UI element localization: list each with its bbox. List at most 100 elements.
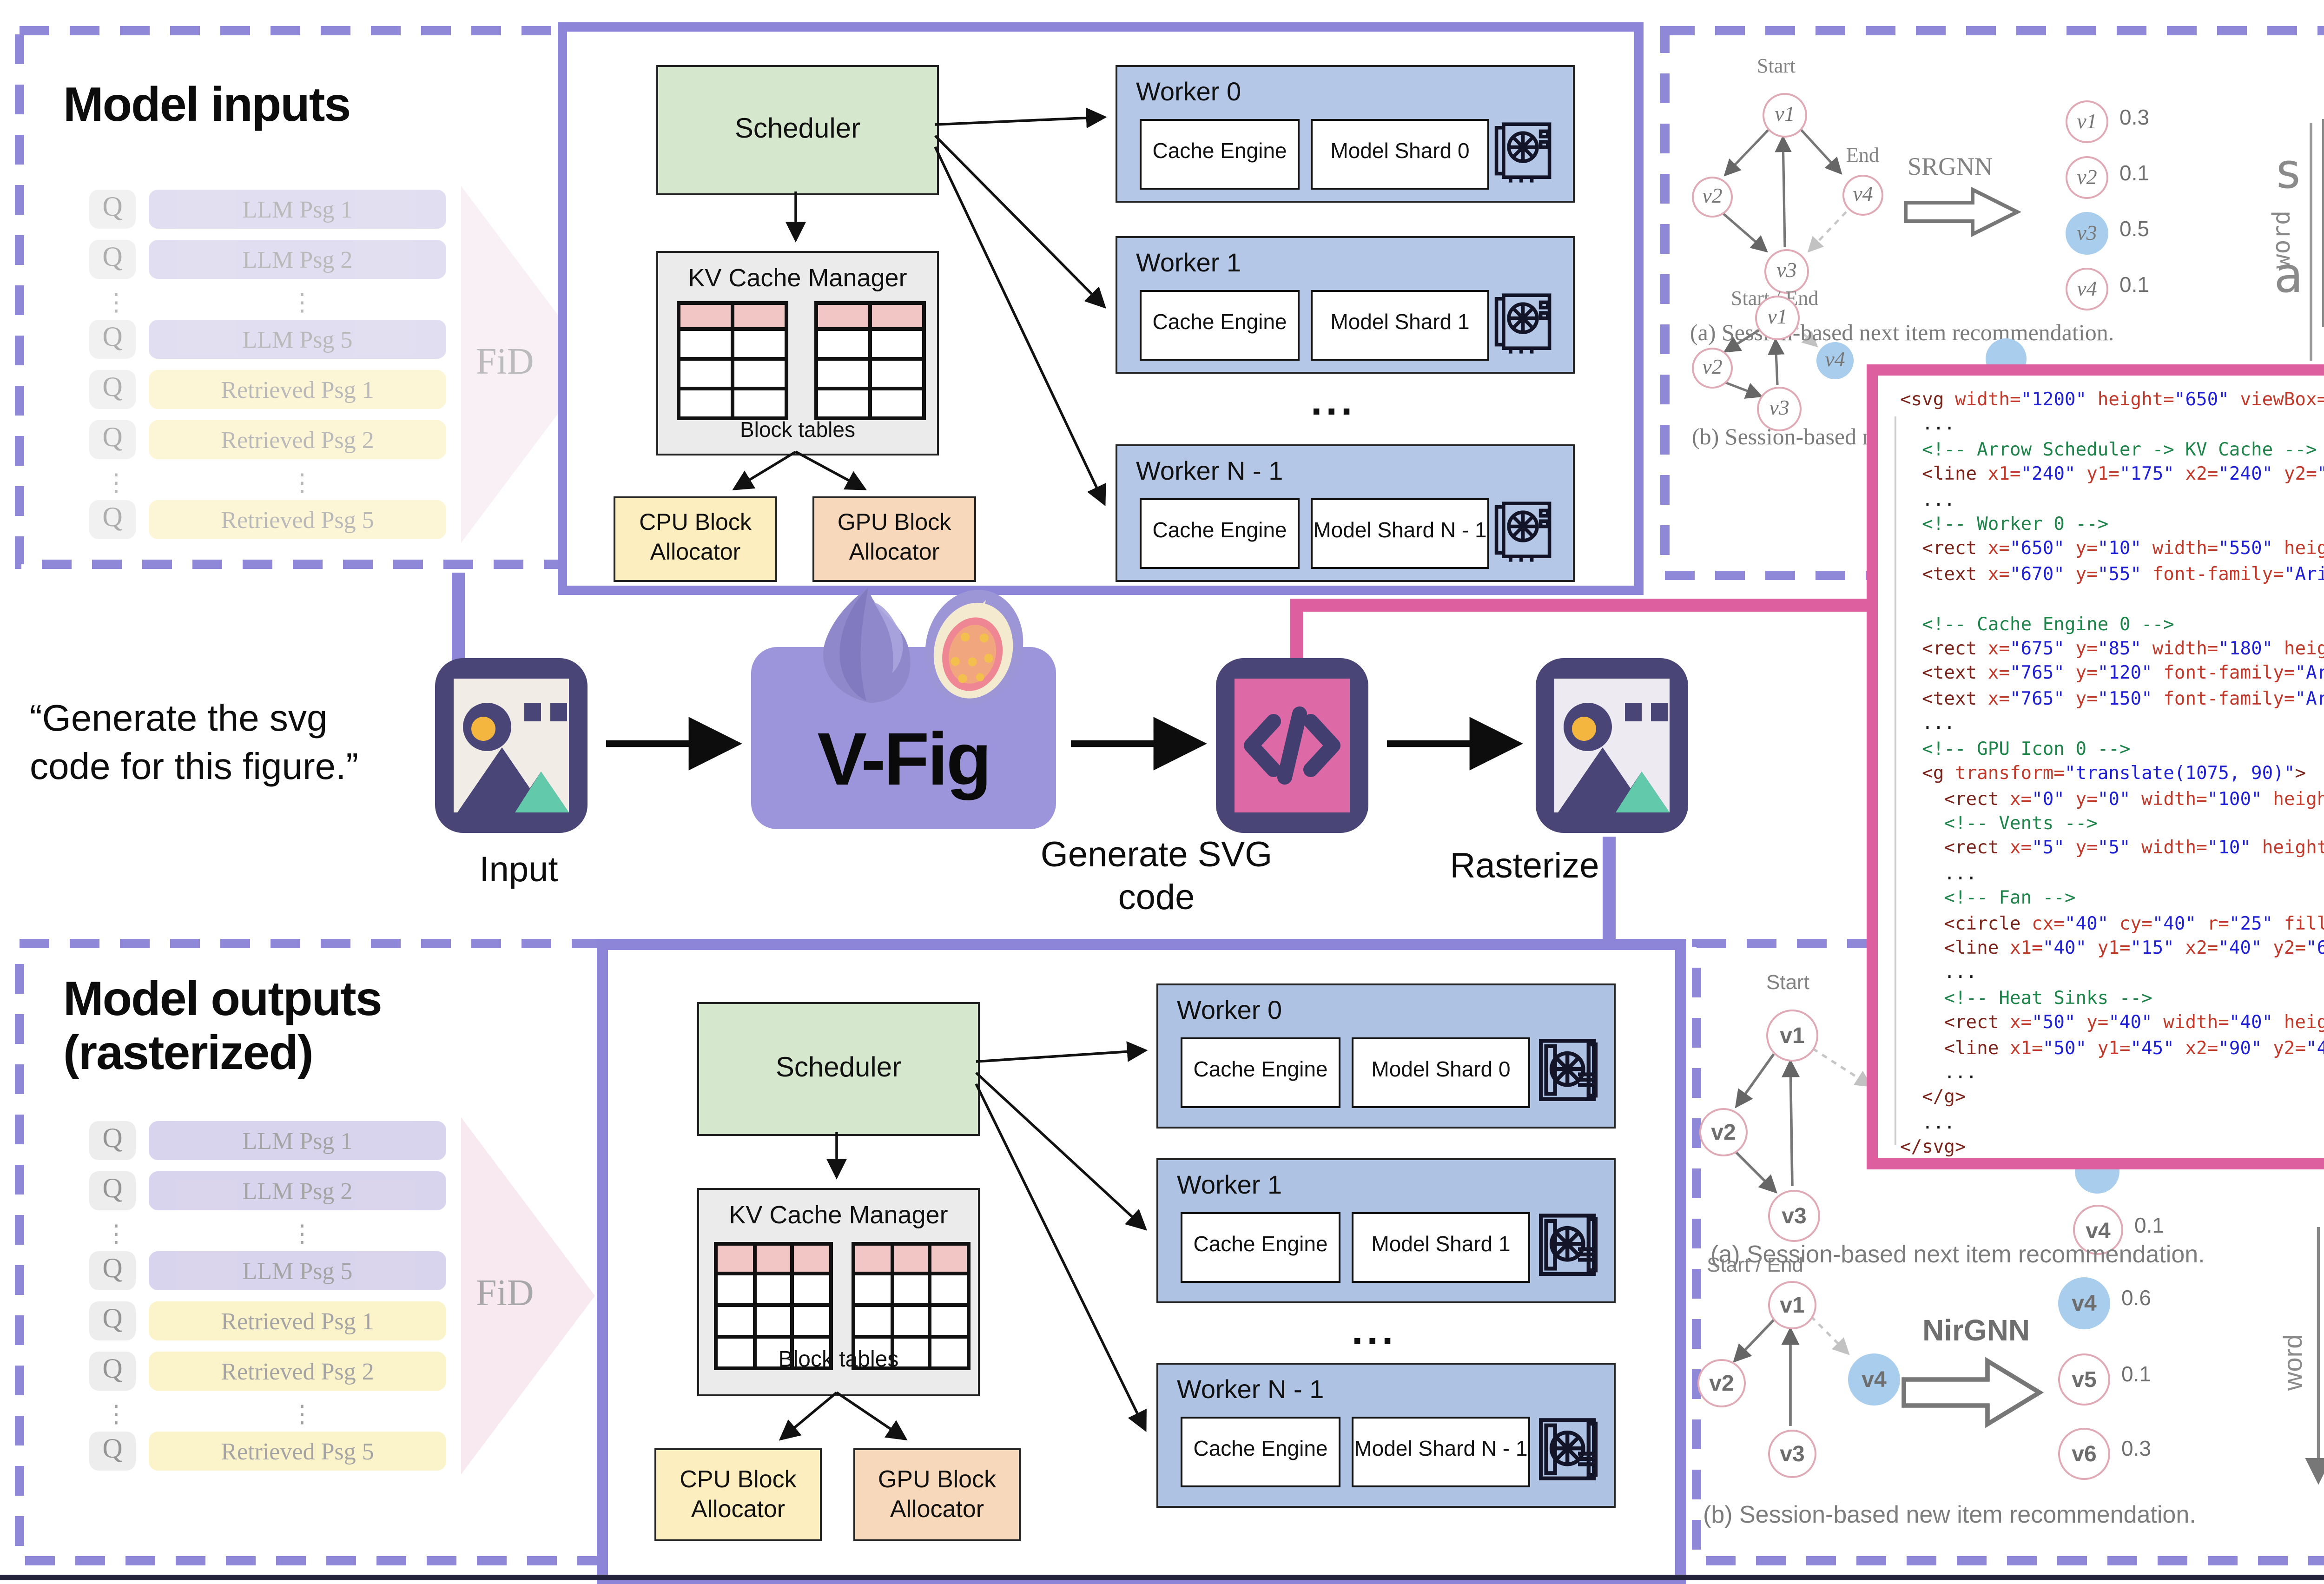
kv-cache-manager-label: KV Cache Manager bbox=[688, 264, 907, 292]
model-shard-box: Model Shard 0 bbox=[1352, 1037, 1530, 1108]
gpu-card-icon bbox=[1494, 293, 1552, 354]
fig-fruit-illustration bbox=[823, 587, 1023, 704]
code-line: ... bbox=[1900, 964, 1977, 984]
ellipsis-dots: ⋮ bbox=[104, 1220, 128, 1247]
gpu-card-icon bbox=[1494, 502, 1552, 562]
scheduler-box: Scheduler bbox=[697, 1002, 980, 1136]
block-arrow-icon bbox=[1901, 1357, 2044, 1428]
code-line: ... bbox=[1900, 714, 1955, 735]
worker-name: Worker 1 bbox=[1136, 247, 1241, 277]
start-label: Start bbox=[1757, 56, 1796, 78]
code-line: <rect x="0" y="0" width="100" height="80… bbox=[1900, 789, 2324, 810]
passage-pill: LLM Psg 1 bbox=[149, 1121, 446, 1160]
score-node-v4: v4 bbox=[2073, 1205, 2123, 1255]
gpu-fan-icon bbox=[1539, 1214, 1598, 1276]
score-node-v4: v4 bbox=[2066, 268, 2108, 310]
code-line: ... bbox=[1900, 1113, 1955, 1134]
figure-bottom-rule bbox=[0, 1575, 2324, 1580]
cache-engine-box: Cache Engine bbox=[1140, 498, 1300, 569]
code-line: <!-- Arrow Scheduler -> KV Cache --> bbox=[1900, 440, 2317, 461]
graph-node-v2: v2 bbox=[1699, 1108, 1748, 1156]
score-list: v4 0.1 bbox=[1692, 939, 2324, 1565]
graph-node-v3: v3 bbox=[1768, 1430, 1816, 1478]
passage-pill: Retrieved Psg 2 bbox=[149, 1352, 446, 1391]
worker-name: Worker 0 bbox=[1136, 76, 1241, 106]
code-line: <!-- Fan --> bbox=[1900, 889, 2076, 910]
cache-engine-box: Cache Engine bbox=[1181, 1212, 1340, 1283]
connector-input bbox=[452, 573, 465, 662]
model-shard-box: Model Shard 0 bbox=[1311, 119, 1489, 190]
graph-edges bbox=[1733, 1047, 2324, 1485]
generate-svg-label: Generate SVG code bbox=[1040, 837, 1273, 918]
start-label: Start bbox=[1766, 972, 1809, 995]
code-line: <svg width="1200" height="650" viewBox="… bbox=[1900, 390, 2324, 411]
cpu-block-allocator: CPU Block Allocator bbox=[654, 1448, 822, 1541]
svg-code-panel: <svg width="1200" height="650" viewBox="… bbox=[1867, 364, 2324, 1169]
diagram-arrows bbox=[779, 1041, 1148, 1441]
dashed-border bbox=[15, 939, 662, 1565]
query-chip: Q bbox=[89, 1432, 136, 1471]
gpu-block-allocator: GPU Block Allocator bbox=[812, 496, 976, 582]
passage-pill: LLM Psg 5 bbox=[149, 1251, 446, 1290]
score-value: 0.3 bbox=[2121, 1439, 2151, 1461]
ellipsis-dots: ⋮ bbox=[290, 1220, 314, 1247]
gpu-icon-wrap bbox=[1534, 1034, 1604, 1108]
score-value: 0.1 bbox=[2119, 163, 2149, 185]
passage-pill: LLM Psg 2 bbox=[149, 1171, 446, 1210]
query-chip: Q bbox=[89, 370, 136, 409]
connector-code-horizontal bbox=[1290, 599, 1870, 612]
grid-cell: 0 bbox=[2322, 119, 2324, 223]
gpu-icon-wrap bbox=[1534, 1208, 1604, 1283]
code-icon bbox=[1216, 658, 1368, 833]
worker-name: Worker N - 1 bbox=[1136, 455, 1283, 485]
passage-pill: Retrieved Psg 5 bbox=[149, 1432, 446, 1471]
ellipsis-dots: ⋮ bbox=[290, 288, 314, 316]
gpu-block-allocator: GPU Block Allocator bbox=[853, 1448, 1021, 1541]
input-label: Input bbox=[479, 851, 558, 891]
block-tables-label: Block tables bbox=[778, 1346, 899, 1372]
passage-pill: LLM Psg 1 bbox=[149, 190, 446, 229]
code-line: <rect x="675" y="85" width="180" height=… bbox=[1900, 640, 2324, 660]
query-chip: Q bbox=[89, 1352, 136, 1391]
code-line: <text x="765" y="120" font-family="Arial… bbox=[1900, 664, 2324, 685]
cache-engine-box: Cache Engine bbox=[1181, 1417, 1340, 1487]
block-arrow-icon bbox=[1904, 186, 2021, 238]
ellipsis-dots: ⋮ bbox=[290, 1400, 314, 1428]
gpu-icon-wrap bbox=[1493, 495, 1564, 569]
code-line: <rect x="50" y="40" width="40" height="1… bbox=[1900, 1013, 2324, 1034]
graph-node-v1: v1 bbox=[1755, 296, 1800, 340]
end-label: End bbox=[1846, 145, 1879, 167]
ellipsis-dots: ⋮ bbox=[290, 469, 314, 496]
block-table bbox=[677, 301, 788, 420]
gpu-fan-icon bbox=[1539, 1039, 1598, 1101]
gpu-fan-icon bbox=[1539, 1418, 1598, 1480]
srgnn-label: SRGNN bbox=[1908, 152, 1993, 180]
gpu-allocator-label: GPU Block Allocator bbox=[878, 1465, 997, 1523]
morph-grid: 000010 bbox=[2322, 119, 2324, 390]
row-label-s: s bbox=[2274, 145, 2303, 201]
graph-node-v2: v2 bbox=[1697, 1359, 1746, 1407]
passage-pill: Retrieved Psg 5 bbox=[149, 500, 446, 539]
code-line: </svg> bbox=[1900, 1138, 1966, 1159]
code-line: <!-- Vents --> bbox=[1900, 814, 2098, 835]
model-shard-box: Model Shard N - 1 bbox=[1352, 1417, 1530, 1487]
code-line: <line x1="40" y1="15" x2="40" y2="65" st… bbox=[1900, 938, 2324, 959]
code-line: <!-- Heat Sinks --> bbox=[1900, 989, 2152, 1009]
worker-name: Worker 0 bbox=[1177, 995, 1282, 1024]
query-chip: Q bbox=[89, 190, 136, 229]
query-chip: Q bbox=[89, 1301, 136, 1340]
cache-engine-box: Cache Engine bbox=[1140, 290, 1300, 361]
ellipsis-dots: ⋮ bbox=[104, 288, 128, 316]
score-value: 0.1 bbox=[2134, 1215, 2164, 1237]
code-line: <line x1="50" y1="45" x2="90" y2="45" st… bbox=[1900, 1038, 2324, 1059]
score-value: 0.5 bbox=[2119, 218, 2149, 241]
score-value: 0.1 bbox=[2119, 274, 2149, 297]
vfig-model-name: V-Fig bbox=[817, 719, 991, 801]
code-line: <text x="765" y="150" font-family="Arial… bbox=[1900, 689, 2324, 710]
